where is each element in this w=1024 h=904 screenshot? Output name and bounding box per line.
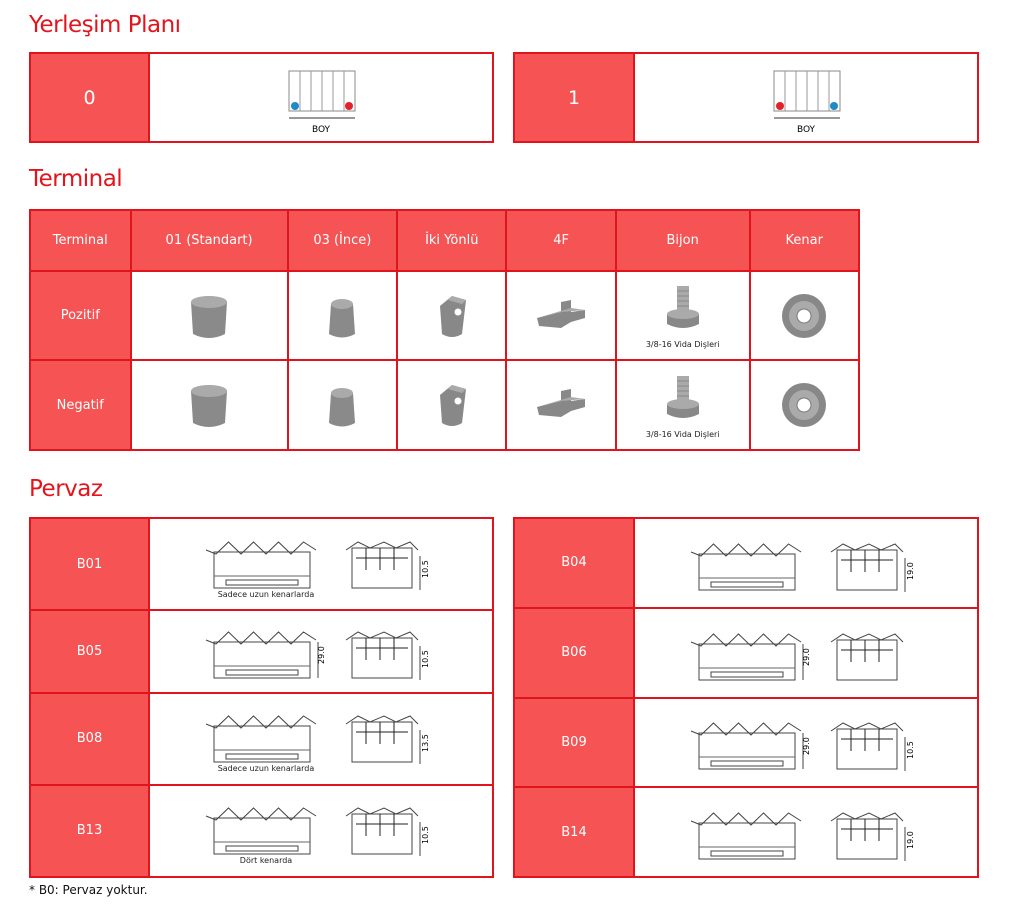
pervaz-code: B13 <box>29 783 150 879</box>
pervaz-code: B09 <box>513 696 635 789</box>
terminal-cell-two <box>396 359 508 451</box>
layout-diagram: BOY <box>633 52 979 143</box>
row-label: Negatif <box>29 359 132 451</box>
layout-label: BOY <box>796 124 816 135</box>
layout-diagram: BOY <box>148 52 494 143</box>
header-cell: Kenar <box>748 209 861 272</box>
terminal-cell-washer <box>748 270 861 361</box>
section-title-layout: Yerleşim Planı <box>29 12 181 38</box>
side-dimension: 10.5 <box>421 560 430 578</box>
terminal-cell-f4 <box>505 270 617 361</box>
pervaz-row: B06 29.0 <box>513 606 979 699</box>
terminal-thin-icon <box>329 388 356 427</box>
front-dimension: 29.0 <box>317 647 326 665</box>
terminal-bolt-icon <box>666 286 699 328</box>
pervaz-drawing-icon: 29.0 <box>690 632 904 681</box>
pervaz-code: B08 <box>29 691 150 786</box>
terminal-cell-bolt: 3/8-16 Vida Dişleri <box>614 270 751 361</box>
terminal-cell-f4 <box>505 359 617 451</box>
side-dimension: 10.5 <box>421 827 430 845</box>
terminal-cell-std <box>129 359 289 451</box>
terminal-f4-icon <box>537 389 586 417</box>
layout-table-1: 1 BOY <box>513 52 979 143</box>
header-cell: 03 (İnce) <box>286 209 399 272</box>
pervaz-code: B04 <box>513 517 635 609</box>
header-cell: İki Yönlü <box>396 209 508 272</box>
section-title-pervaz: Pervaz <box>29 476 103 502</box>
pervaz-drawing-icon: 10.5 <box>205 540 430 590</box>
terminal-two-icon <box>439 295 466 337</box>
pervaz-drawing-icon: 10.5 <box>205 807 430 857</box>
pervaz-caption: Dört kenarda <box>239 856 293 866</box>
terminal-thin-icon <box>329 298 356 337</box>
layout-code: 1 <box>513 52 635 143</box>
header-cell: Terminal <box>29 209 132 272</box>
pervaz-diagram: 29.0 <box>633 606 979 699</box>
pervaz-diagram: 29.0 10.5 <box>148 609 494 694</box>
side-dimension: 13.5 <box>421 735 430 753</box>
terminal-f4-icon <box>537 299 586 328</box>
pervaz-code: B05 <box>29 609 150 694</box>
pervaz-code: B01 <box>29 516 150 612</box>
terminal-washer-icon <box>782 383 827 427</box>
front-dimension: 29.0 <box>802 738 811 756</box>
pervaz-caption: Sadece uzun kenarlarda <box>217 764 315 774</box>
side-dimension: 10.5 <box>421 651 430 669</box>
pervaz-diagram: 19.0 <box>633 517 979 609</box>
bijon-caption: 3/8-16 Vida Dişleri <box>645 340 720 349</box>
pervaz-drawing-icon: 29.0 10.5 <box>690 722 915 772</box>
header-cell: Bijon <box>614 209 751 272</box>
pervaz-code: B14 <box>513 786 635 878</box>
battery-layout-icon <box>773 70 841 118</box>
side-dimension: 19.0 <box>906 831 915 849</box>
header-cell: 4F <box>505 209 617 272</box>
terminal-table: Terminal 01 (Standart) 03 (İnce) İki Yön… <box>29 209 861 451</box>
terminal-bolt-icon <box>666 375 699 418</box>
layout-code: 0 <box>29 52 150 143</box>
pervaz-row: B05 29.0 10.5 <box>29 609 494 694</box>
bijon-caption: 3/8-16 Vida Dişleri <box>645 429 720 439</box>
section-title-terminal: Terminal <box>29 166 123 192</box>
terminal-cell-std <box>129 270 289 361</box>
pervaz-diagram: 19.0 <box>633 786 979 878</box>
pervaz-drawing-icon: 19.0 <box>690 812 915 862</box>
terminal-std-icon <box>191 385 228 427</box>
pervaz-row: B09 29.0 10.5 <box>513 696 979 789</box>
footnote: * B0: Pervaz yoktur. <box>29 883 148 897</box>
terminal-two-icon <box>439 385 466 426</box>
side-dimension: 10.5 <box>906 742 915 760</box>
layout-label: BOY <box>311 124 331 135</box>
front-dimension: 29.0 <box>802 648 811 666</box>
pervaz-caption: Sadece uzun kenarlarda <box>217 589 315 599</box>
header-cell: 01 (Standart) <box>129 209 289 272</box>
terminal-cell-thin <box>286 359 399 451</box>
terminal-cell-thin <box>286 270 399 361</box>
pervaz-drawing-icon: 13.5 <box>205 715 430 765</box>
terminal-cell-washer <box>748 359 861 451</box>
side-dimension: 19.0 <box>906 562 915 580</box>
pervaz-diagram: 29.0 10.5 <box>633 696 979 789</box>
row-label: Pozitif <box>29 270 132 361</box>
terminal-cell-bolt: 3/8-16 Vida Dişleri <box>614 359 751 451</box>
battery-layout-icon <box>288 70 356 118</box>
pervaz-code: B06 <box>513 606 635 699</box>
pervaz-drawing-icon: 29.0 10.5 <box>205 631 430 681</box>
layout-table-0: 0 BOY <box>29 52 494 143</box>
terminal-std-icon <box>191 295 228 338</box>
pervaz-drawing-icon: 19.0 <box>690 543 915 592</box>
terminal-cell-two <box>396 270 508 361</box>
pervaz-row: B14 19.0 <box>513 786 979 878</box>
pervaz-row: B04 19.0 <box>513 517 979 609</box>
terminal-washer-icon <box>782 293 827 338</box>
